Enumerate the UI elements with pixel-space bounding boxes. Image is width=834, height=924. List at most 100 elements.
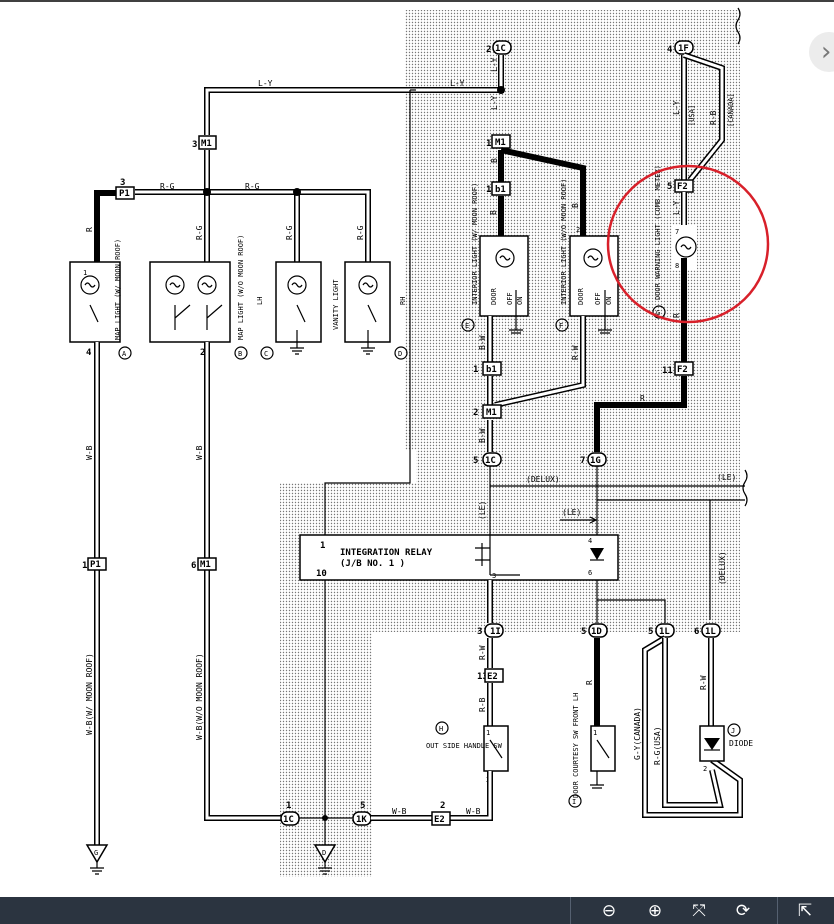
close-button[interactable]: ›: [809, 32, 834, 72]
svg-text:5: 5: [648, 627, 653, 637]
svg-text:1: 1: [286, 801, 291, 811]
svg-text:L-Y: L-Y: [672, 100, 681, 115]
svg-text:1L: 1L: [705, 627, 716, 637]
connector-p1-top: 3 P1 R: [85, 178, 135, 262]
svg-text:M1: M1: [486, 408, 497, 418]
svg-text:(DELUX): (DELUX): [718, 551, 727, 585]
zoom-in-icon[interactable]: ⊕: [647, 901, 663, 921]
svg-text:L-Y: L-Y: [258, 79, 273, 88]
svg-text:I: I: [572, 798, 576, 806]
svg-text:M1: M1: [200, 560, 211, 570]
wire-ly-long: [324, 90, 411, 535]
svg-text:R-G: R-G: [160, 182, 175, 191]
svg-text:3: 3: [120, 178, 125, 188]
svg-text:W-B: W-B: [85, 445, 94, 460]
svg-text:2: 2: [440, 801, 445, 811]
svg-text:10: 10: [316, 569, 327, 579]
svg-text:DOOR: DOOR: [490, 287, 498, 305]
svg-text:E: E: [465, 322, 469, 330]
svg-text:11: 11: [662, 366, 673, 376]
svg-text:13: 13: [477, 672, 488, 682]
connector-m1-bottom: 2 M1: [473, 404, 502, 419]
svg-text:6: 6: [588, 569, 592, 577]
svg-text:A: A: [122, 350, 127, 358]
svg-text:R-B: R-B: [709, 110, 718, 125]
svg-text:DOOR: DOOR: [577, 287, 585, 305]
svg-text:E2: E2: [434, 815, 445, 825]
svg-text:M1: M1: [201, 139, 212, 149]
svg-text:(DELUX): (DELUX): [526, 475, 560, 484]
rotate-icon[interactable]: ⟳: [735, 901, 751, 921]
wire-delux-le: (DELUX) (LE) (LE) (LE) (DELUX): [478, 466, 745, 620]
connector-1l-right: 6 1L: [694, 623, 721, 638]
connector-f2-bottom: 11 F2: [662, 361, 694, 376]
svg-text:F: F: [559, 322, 563, 330]
svg-text:5: 5: [667, 182, 672, 192]
svg-text:R: R: [585, 680, 594, 685]
svg-text:P1: P1: [119, 189, 130, 199]
svg-text:G: G: [656, 309, 660, 317]
vanity-light-rh: VANITY LIGHT RH D: [332, 261, 408, 360]
wire-center-b: B B B: [489, 147, 586, 236]
svg-text:F2: F2: [677, 365, 688, 375]
svg-text:1L: 1L: [659, 627, 670, 637]
svg-text:1: 1: [83, 269, 87, 277]
svg-text:(LE): (LE): [562, 508, 581, 517]
svg-text:R-G: R-G: [195, 225, 204, 240]
svg-text:DOOR WARNING LIGHT (COMB. METE: DOOR WARNING LIGHT (COMB. METER): [654, 165, 662, 300]
ground-center: D: [313, 844, 337, 875]
svg-text:ON: ON: [516, 297, 524, 305]
svg-text:L-Y: L-Y: [490, 95, 499, 110]
svg-text:(LE): (LE): [717, 473, 736, 482]
svg-text:H: H: [439, 725, 443, 733]
svg-text:OFF: OFF: [506, 292, 514, 305]
svg-text:D: D: [322, 849, 326, 857]
svg-text:[CANADA]: [CANADA]: [727, 93, 735, 127]
interior-light-moon-roof: DOOR OFF ON INTERIOR LIGHT (W/ MOON ROOF…: [461, 183, 529, 334]
connector-b1-top: 1 b1: [486, 181, 511, 196]
svg-text:J: J: [731, 727, 735, 735]
svg-text:3: 3: [192, 140, 197, 150]
lh-light: LH C: [256, 261, 322, 360]
map-light-moon-roof: 1 MAP LIGHT (W/ MOON ROOF) 4 A: [69, 239, 132, 360]
fit-icon[interactable]: ⤧: [692, 901, 706, 921]
svg-text:[USA]: [USA]: [688, 105, 696, 126]
svg-text:2: 2: [576, 226, 580, 234]
svg-text:b1: b1: [486, 365, 497, 375]
expand-icon[interactable]: ⇱: [797, 901, 813, 921]
svg-text:G: G: [94, 849, 98, 857]
connector-m1-lower: 6 M1: [191, 557, 217, 571]
svg-text:2: 2: [703, 765, 707, 773]
zoom-out-icon[interactable]: ⊖: [601, 901, 617, 921]
svg-text:B-W: B-W: [478, 428, 487, 443]
svg-text:R-G: R-G: [245, 182, 260, 191]
connector-1f: 4 1F: [667, 40, 694, 55]
connector-1c-bottom: 1 1C: [280, 801, 300, 826]
connector-e2-bottom: 2 E2: [431, 801, 451, 826]
connector-1l-left: 5 1L: [648, 623, 675, 638]
svg-text:R-W: R-W: [478, 645, 487, 660]
svg-text:DIODE: DIODE: [729, 739, 753, 748]
svg-text:R: R: [640, 394, 645, 403]
svg-text:3: 3: [477, 627, 482, 637]
svg-text:1C: 1C: [283, 815, 294, 825]
svg-text:5: 5: [360, 801, 365, 811]
integration-relay: 1 10 INTEGRATION RELAY (J/B NO. 1 ) 3 4 …: [299, 534, 619, 581]
svg-text:1: 1: [593, 729, 597, 737]
svg-text:R-W: R-W: [699, 675, 708, 690]
connector-f2-top: 5 F2: [667, 179, 694, 193]
connector-p1-bottom: 1 P1: [82, 557, 107, 571]
svg-text:1: 1: [320, 541, 325, 551]
svg-text:DOOR COURTESY SW FRONT LH: DOOR COURTESY SW FRONT LH: [572, 693, 580, 798]
svg-text:P1: P1: [90, 560, 101, 570]
interior-light-no-moon-roof: DOOR OFF ON INTERIOR LIGHT (W/O MOON ROO…: [555, 179, 619, 334]
svg-text:MAP LIGHT (W/ MOON ROOF): MAP LIGHT (W/ MOON ROOF): [114, 239, 122, 340]
svg-text:G-Y(CANADA): G-Y(CANADA): [633, 707, 642, 760]
svg-text:1I: 1I: [490, 627, 501, 637]
outside-handle-switch: R-W 13 E2 R-B 1 2 H OUT SIDE HANDLE SW W…: [426, 638, 509, 821]
svg-text:R-G(USA): R-G(USA): [653, 726, 662, 765]
svg-text:5: 5: [581, 627, 586, 637]
svg-text:E2: E2: [487, 672, 498, 682]
svg-text:R: R: [672, 313, 681, 318]
svg-text:1: 1: [82, 561, 87, 571]
